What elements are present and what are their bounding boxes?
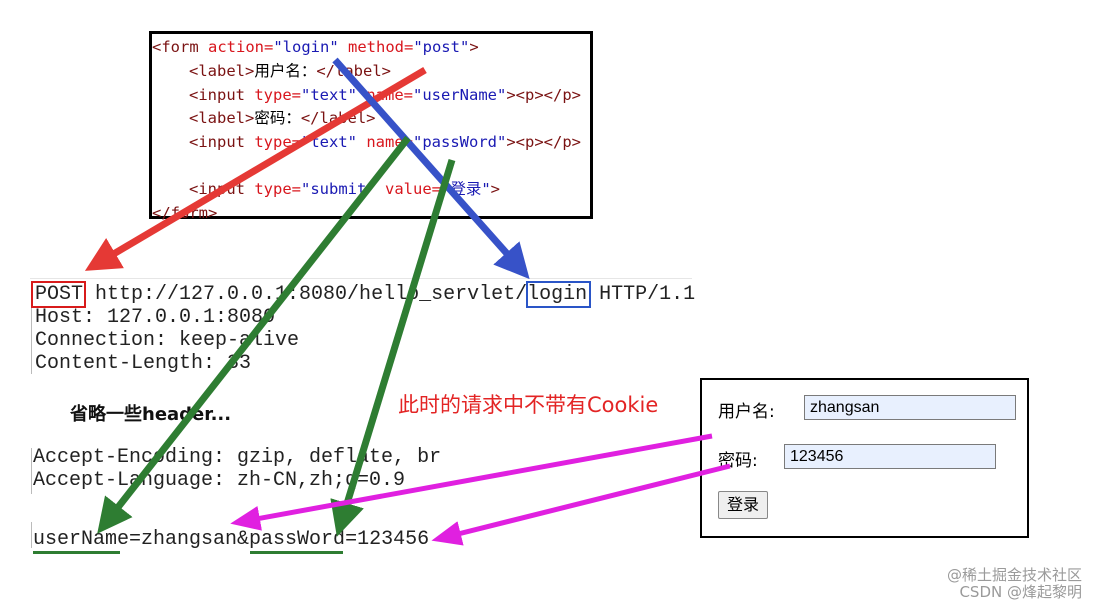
arrow-username-name-to-body xyxy=(97,135,411,534)
code-token: ><p></p> xyxy=(506,86,581,104)
code-token: action= xyxy=(208,38,274,56)
http-version: HTTP/1.1 xyxy=(587,283,696,306)
header-accept-encoding: Accept-Encoding: gzip, deflate, br xyxy=(33,446,442,469)
rendered-login-form: 用户名: zhangsan 密码: 123456 登录 xyxy=(700,378,1029,538)
post-highlight-box xyxy=(31,281,86,308)
code-token: <label> xyxy=(189,62,255,80)
code-token: "userName" xyxy=(413,86,507,104)
watermark: @稀土掘金技术社区 CSDN @烽起黎明 xyxy=(947,567,1082,601)
code-token: 用户名： xyxy=(254,62,317,80)
body-value-username: =zhangsan& xyxy=(129,528,250,551)
code-token: method= xyxy=(338,38,414,56)
code-token: "text" xyxy=(301,86,357,104)
request-line: POST http://127.0.0.1:8080/hello_servlet… xyxy=(35,284,695,306)
code-line-form-open: <form action="login" method="post"> xyxy=(152,38,479,56)
code-line-label-username: <label>用户名：</label> xyxy=(189,62,391,80)
login-highlight-box xyxy=(526,281,591,308)
code-token: 密码： xyxy=(254,109,301,127)
username-input[interactable]: zhangsan xyxy=(804,395,1016,420)
code-line-input-username: <input type="text" name="userName"><p></… xyxy=(189,86,581,104)
http-url: http://127.0.0.1:8080/hello_servlet/ xyxy=(83,283,528,306)
code-token: "login" xyxy=(273,38,339,56)
username-label: 用户名: xyxy=(718,402,775,422)
body-value-password: =123456 xyxy=(345,528,430,551)
code-token: "post" xyxy=(413,38,470,56)
watermark-line: CSDN @烽起黎明 xyxy=(959,583,1082,601)
code-token: "submit" xyxy=(301,180,376,198)
request-top-divider xyxy=(30,278,692,279)
request-guide-line xyxy=(31,284,32,374)
password-input[interactable]: 123456 xyxy=(784,444,996,469)
code-token: <input xyxy=(189,86,255,104)
http-method: POST xyxy=(35,283,84,306)
code-line-input-submit: <input type="submit" value="登录"> xyxy=(189,180,500,198)
code-token: > xyxy=(469,38,479,56)
username-key-underline xyxy=(33,551,120,554)
code-token: ><p></p> xyxy=(506,133,581,151)
code-token: type= xyxy=(254,180,301,198)
code-token: type= xyxy=(254,86,301,104)
password-key-underline xyxy=(250,551,343,554)
no-cookie-note: 此时的请求中不带有Cookie xyxy=(398,393,659,417)
arrow-action-to-login xyxy=(332,57,530,280)
code-token: <label> xyxy=(189,109,255,127)
request-guide-line xyxy=(31,448,32,494)
request-body: userName=zhangsan&passWord=123456 xyxy=(33,529,429,551)
watermark-line: @稀土掘金技术社区 xyxy=(946,566,1082,584)
arrow-password-value-to-body xyxy=(431,463,731,546)
header-accept-language: Accept-Language: zh-CN,zh;q=0.9 xyxy=(33,469,406,492)
http-path: login xyxy=(527,283,588,306)
arrow-method-to-post xyxy=(84,66,427,271)
code-token: <form xyxy=(152,38,208,56)
arrow-password-name-to-body xyxy=(330,158,456,537)
login-submit-button[interactable]: 登录 xyxy=(718,491,769,519)
code-token: "passWord" xyxy=(413,133,507,151)
arrow-username-value-to-body xyxy=(230,433,713,531)
request-guide-line xyxy=(31,522,32,548)
code-token: </label> xyxy=(316,62,391,80)
body-key-username: userName xyxy=(33,528,130,551)
header-host: Host: 127.0.0.1:8080 xyxy=(35,306,276,329)
code-token: value= xyxy=(375,180,441,198)
body-key-password: passWord xyxy=(249,528,346,551)
header-connection: Connection: keep-alive xyxy=(35,329,300,352)
code-token: <input xyxy=(189,133,255,151)
code-token: > xyxy=(490,180,500,198)
